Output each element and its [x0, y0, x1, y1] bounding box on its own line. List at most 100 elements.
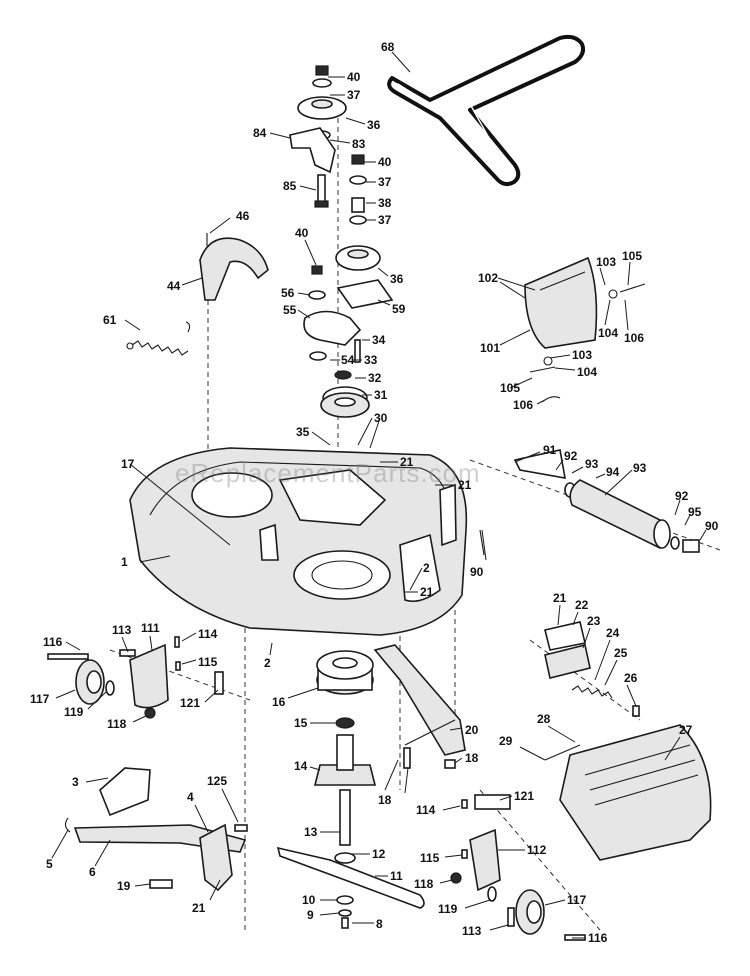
callout-27: 27: [679, 723, 693, 737]
callout-56: 56: [281, 286, 295, 300]
spring-25: [571, 685, 613, 699]
callout-83: 83: [352, 137, 366, 151]
wheel-bracket-112: [469, 828, 501, 892]
callout-54: 54: [341, 353, 355, 367]
callout-114a: 114: [198, 627, 218, 641]
callout-91: 92: [564, 449, 578, 463]
callout-102: 102: [478, 271, 499, 285]
callout-11: 11: [390, 869, 403, 883]
callout-12: 12: [372, 847, 386, 861]
anti-scalp-roller-94: [569, 479, 667, 549]
callout-24: 24: [606, 626, 620, 640]
callout-93b: 92: [675, 489, 689, 503]
callout-23: 23: [587, 614, 601, 628]
callout-3: 3: [72, 775, 79, 789]
callout-15: 15: [294, 716, 308, 730]
callout-112: 112: [527, 843, 547, 857]
callout-10: 10: [302, 893, 316, 907]
callout-90b: 91: [543, 443, 557, 457]
callout-121b: 121: [514, 789, 535, 803]
callout-38: 38: [378, 196, 392, 210]
callout-115b: 115: [420, 851, 440, 865]
wheel-bracket-111: [129, 643, 169, 709]
callout-106a: 106: [624, 331, 645, 345]
callout-118b: 118: [414, 877, 434, 891]
callout-2b: 2: [264, 656, 271, 670]
bracket-23: [544, 644, 591, 679]
callout-92b: 95: [688, 505, 702, 519]
callout-21b: 21: [458, 478, 472, 492]
callout-85: 85: [283, 179, 297, 193]
callout-61: 61: [103, 313, 117, 327]
idler-arm-20: [373, 644, 466, 756]
callout-26: 26: [624, 671, 638, 685]
callout-21d: 21: [192, 901, 206, 915]
callout-114b: 114: [416, 803, 436, 817]
hanger-bracket-4: [199, 823, 233, 892]
callout-117a: 117: [30, 692, 50, 706]
spacer-38: [351, 197, 365, 213]
belt-cover-44: [199, 237, 269, 301]
mower-blade-11: [276, 846, 425, 909]
callout-1: 1: [121, 555, 128, 569]
callout-40b: 40: [378, 155, 392, 169]
callout-30: 30: [374, 411, 388, 425]
callout-21e: 21: [553, 591, 567, 605]
discharge-chute-27: [559, 724, 712, 861]
callout-104b: 104: [577, 365, 598, 379]
callout-2a: 2: [423, 561, 430, 575]
callout-46: 46: [236, 209, 250, 223]
callout-94: 93: [633, 461, 647, 475]
callout-13: 13: [304, 825, 318, 839]
callout-118a: 118: [107, 717, 127, 731]
roller-bracket-91: [513, 449, 566, 479]
callout-101: 101: [480, 341, 501, 355]
callout-90a: 90: [470, 565, 484, 579]
callout-116b: 116: [588, 931, 608, 945]
callout-105b: 105: [500, 381, 521, 395]
callout-36b: 36: [390, 272, 404, 286]
callout-104a: 104: [598, 326, 619, 340]
callout-121a: 121: [180, 696, 201, 710]
spring-61: [131, 340, 189, 356]
callout-125: 125: [207, 774, 228, 788]
callout-55: 55: [283, 303, 297, 317]
callout-33: 33: [364, 353, 378, 367]
callout-22: 22: [575, 598, 589, 612]
callout-28: 28: [537, 712, 551, 726]
callout-21a: 21: [400, 455, 414, 469]
callout-37b: 37: [378, 175, 392, 189]
callout-34: 34: [372, 333, 386, 347]
callout-21c: 21: [420, 585, 434, 599]
callout-68: 68: [381, 40, 395, 54]
callout-35: 35: [296, 425, 310, 439]
callout-4: 4: [187, 790, 194, 804]
belt-guide-84: [289, 127, 336, 174]
callout-44: 44: [167, 279, 181, 293]
callout-113b: 113: [462, 924, 482, 938]
callout-40c: 40: [295, 226, 309, 240]
callout-29: 29: [499, 734, 513, 748]
callout-14: 14: [294, 759, 308, 773]
nut-40-top: [315, 65, 329, 76]
callout-37c: 37: [378, 213, 392, 227]
callout-119a: 119: [64, 705, 84, 719]
callout-32: 32: [368, 371, 382, 385]
callout-19: 19: [117, 879, 131, 893]
callout-8: 8: [376, 917, 383, 931]
callout-95: 90: [705, 519, 719, 533]
callout-84: 84: [253, 126, 267, 140]
callout-59: 59: [392, 302, 406, 316]
callout-93a: 94: [606, 465, 620, 479]
callout-31: 31: [374, 388, 388, 402]
callout-6: 6: [89, 865, 96, 879]
callout-111: 111: [141, 621, 160, 635]
callout-16: 16: [272, 695, 286, 709]
callout-105a: 105: [622, 249, 643, 263]
spindle-shaft-13: [339, 789, 351, 846]
washer-37-top: [312, 78, 332, 88]
callout-117b: 117: [567, 893, 587, 907]
callout-103a: 103: [596, 255, 617, 269]
